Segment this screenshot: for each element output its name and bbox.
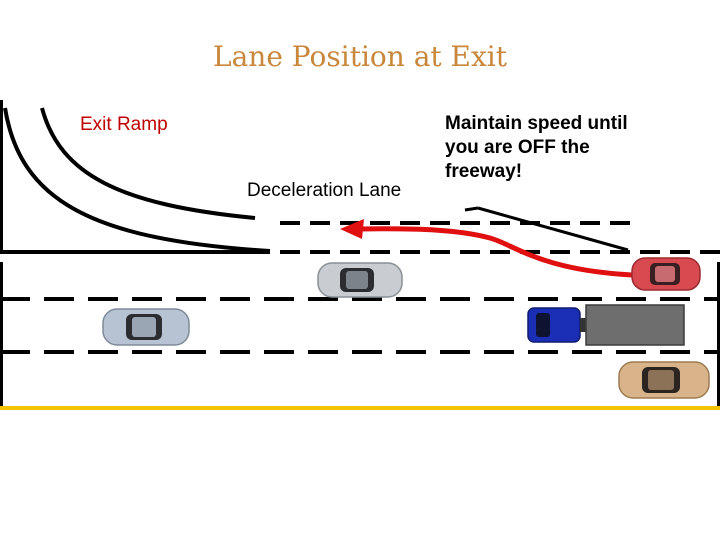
left-border-bottom [0, 262, 3, 410]
ramp-outer-curve [3, 107, 271, 253]
left-border-top [0, 100, 3, 250]
taper-stub [464, 206, 479, 212]
right-border [717, 262, 720, 410]
exit-path-arrowhead [340, 219, 364, 239]
exit-ramp-label: Exit Ramp [80, 114, 168, 135]
speed-note-line-3: freeway! [445, 161, 523, 182]
deceleration-lane-label: Deceleration Lane [247, 180, 402, 201]
slide-title: Lane Position at Exit [213, 40, 507, 73]
taper-line [477, 206, 629, 252]
ramp-inner-curve [40, 107, 256, 220]
speed-note-line-1: Maintain speed until [445, 113, 628, 134]
speed-note-line-2: you are OFF the [445, 137, 590, 158]
car-blue-gray [102, 308, 190, 346]
car-tan [618, 361, 710, 399]
truck [527, 304, 685, 346]
exit-path-arrow [359, 226, 633, 278]
car-silver-decel [317, 262, 403, 298]
speed-note: Maintain speed until you are OFF the fre… [445, 112, 685, 184]
car-red-exiting [631, 257, 701, 291]
